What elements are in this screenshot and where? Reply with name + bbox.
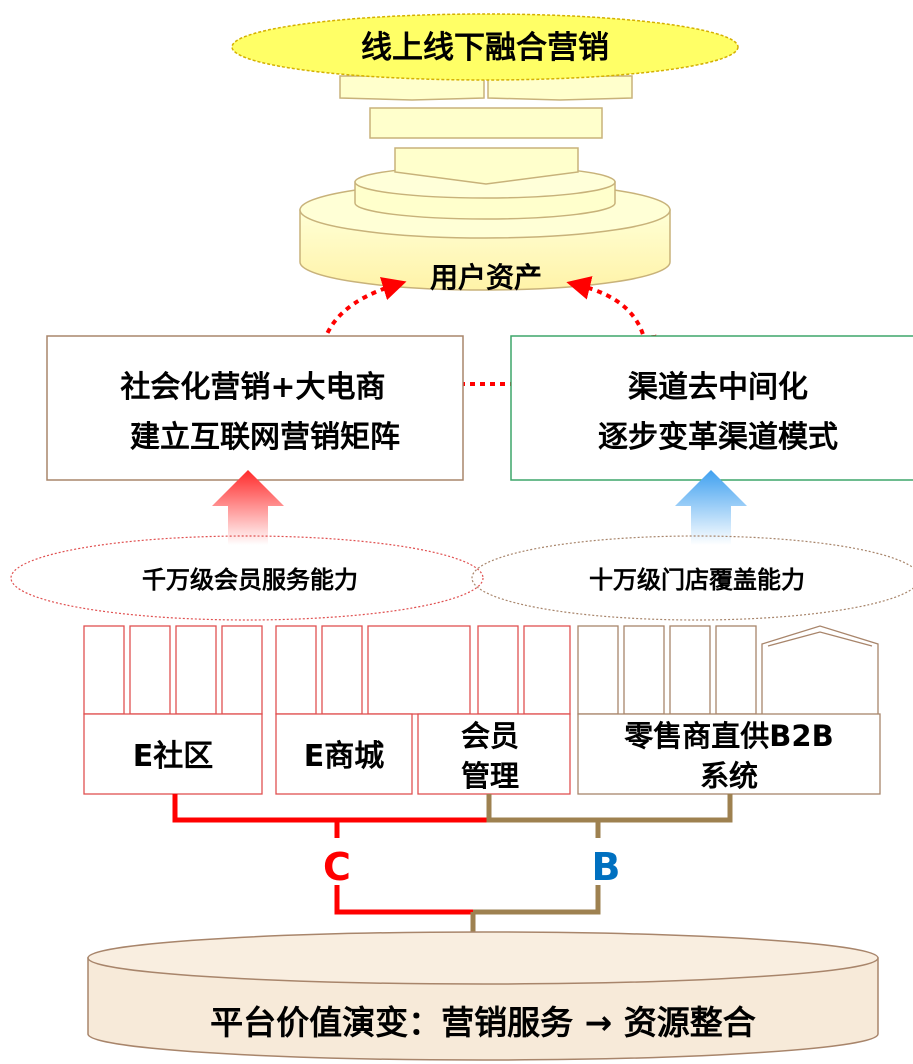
column xyxy=(715,625,757,715)
house-roof-inner xyxy=(767,631,873,647)
house-outline xyxy=(761,625,879,714)
top-goal-ellipse xyxy=(231,13,739,81)
column xyxy=(83,625,125,715)
column xyxy=(367,625,471,715)
user-assets-label: 用户资产 xyxy=(430,261,542,294)
member-service-ellipse xyxy=(10,535,484,621)
red-up-arrow xyxy=(212,470,284,545)
column xyxy=(275,625,317,715)
platform-label: 平台价值演变：营销服务 → 资源整合 xyxy=(210,1003,756,1042)
member-mgmt-line2: 管理 xyxy=(461,759,519,793)
c-bracket-top xyxy=(172,794,492,823)
column xyxy=(669,625,711,715)
pyramid-arrow-plate xyxy=(394,147,579,185)
store-coverage-label: 十万级门店覆盖能力 xyxy=(589,566,805,594)
social-marketing-line1: 社会化营销+大电商 xyxy=(120,370,385,405)
brown-columns xyxy=(577,625,879,715)
channel-box: 渠道去中间化 逐步变革渠道模式 xyxy=(510,335,913,481)
channel-frame xyxy=(510,335,913,481)
column xyxy=(477,625,519,715)
b-bracket-bottom xyxy=(473,885,601,915)
platform-cylinder-top xyxy=(87,931,879,985)
social-marketing-box: 社会化营销+大电商 建立互联网营销矩阵 xyxy=(46,335,464,481)
b-bracket-top xyxy=(486,794,733,823)
pyramid-rect-plate xyxy=(369,107,603,139)
column xyxy=(221,625,263,715)
member-mgmt-box xyxy=(417,713,571,795)
column xyxy=(129,625,171,715)
letter-c: C xyxy=(323,845,351,889)
c-bracket-bottom xyxy=(334,885,473,915)
member-mgmt-line1: 会员 xyxy=(461,719,519,753)
blue-up-arrow xyxy=(675,470,747,545)
column xyxy=(577,625,619,715)
platform-cylinder-body xyxy=(87,957,879,1061)
e-mall-label: E商城 xyxy=(304,739,385,774)
stacked-pyramid: 线上线下融合营销 用户资产 xyxy=(231,13,739,294)
b-bracket xyxy=(470,794,733,940)
store-coverage-ellipse xyxy=(471,535,913,621)
red-columns xyxy=(83,625,571,715)
module-boxes: E社区 E商城 会员 管理 零售商直供B2B 系统 xyxy=(83,713,881,795)
retailer-box xyxy=(577,713,881,795)
letter-b: B xyxy=(592,845,621,889)
e-mall-box xyxy=(275,713,413,795)
e-community-label: E社区 xyxy=(133,739,214,774)
retailer-line1: 零售商直供B2B xyxy=(624,719,833,753)
social-marketing-line2: 建立互联网营销矩阵 xyxy=(130,420,400,455)
member-service-label: 千万级会员服务能力 xyxy=(142,566,358,594)
social-marketing-frame xyxy=(46,335,464,481)
retailer-line2: 系统 xyxy=(700,759,758,793)
column xyxy=(523,625,571,715)
column xyxy=(175,625,217,715)
column xyxy=(321,625,363,715)
dotted-arrow-right xyxy=(566,276,657,360)
channel-line2: 逐步变革渠道模式 xyxy=(598,420,838,455)
column xyxy=(623,625,665,715)
channel-line1: 渠道去中间化 xyxy=(628,370,808,405)
top-goal-label: 线上线下融合营销 xyxy=(361,30,609,66)
platform-cylinder: 平台价值演变：营销服务 → 资源整合 xyxy=(87,931,879,1061)
